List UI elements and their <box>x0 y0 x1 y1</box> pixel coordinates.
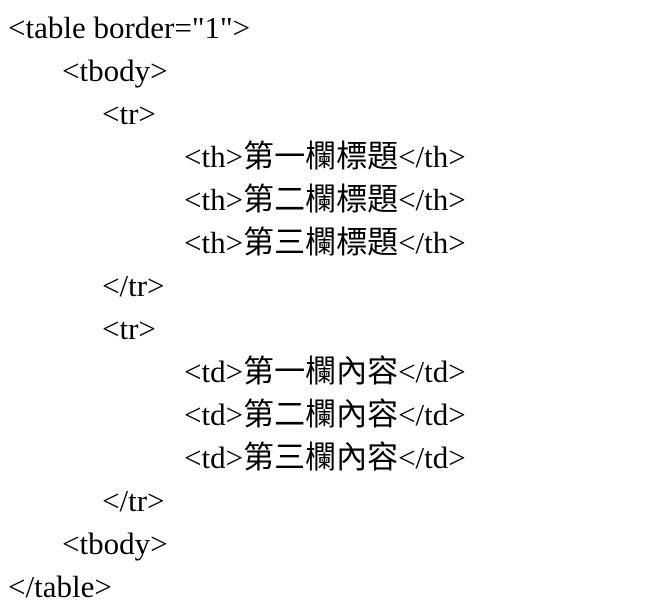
code-line: <th>第二欄標題</th> <box>184 182 466 217</box>
code-line: <th>第一欄標題</th> <box>184 139 466 174</box>
code-line: </tr> <box>102 483 165 518</box>
code-line: </tr> <box>102 268 165 303</box>
code-line: <tbody> <box>62 53 168 88</box>
code-line: <th>第三欄標題</th> <box>184 225 466 260</box>
code-line: <td>第三欄內容</td> <box>184 440 466 475</box>
code-line: <tbody> <box>62 526 168 561</box>
code-snippet: <table border="1"> <tbody> <tr> <th>第一欄標… <box>0 6 646 607</box>
code-line: <tr> <box>102 96 156 131</box>
code-line: <td>第一欄內容</td> <box>184 354 466 389</box>
code-line: </table> <box>8 569 112 604</box>
code-line: <table border="1"> <box>8 10 251 45</box>
code-line: <tr> <box>102 311 156 346</box>
code-line: <td>第二欄內容</td> <box>184 397 466 432</box>
